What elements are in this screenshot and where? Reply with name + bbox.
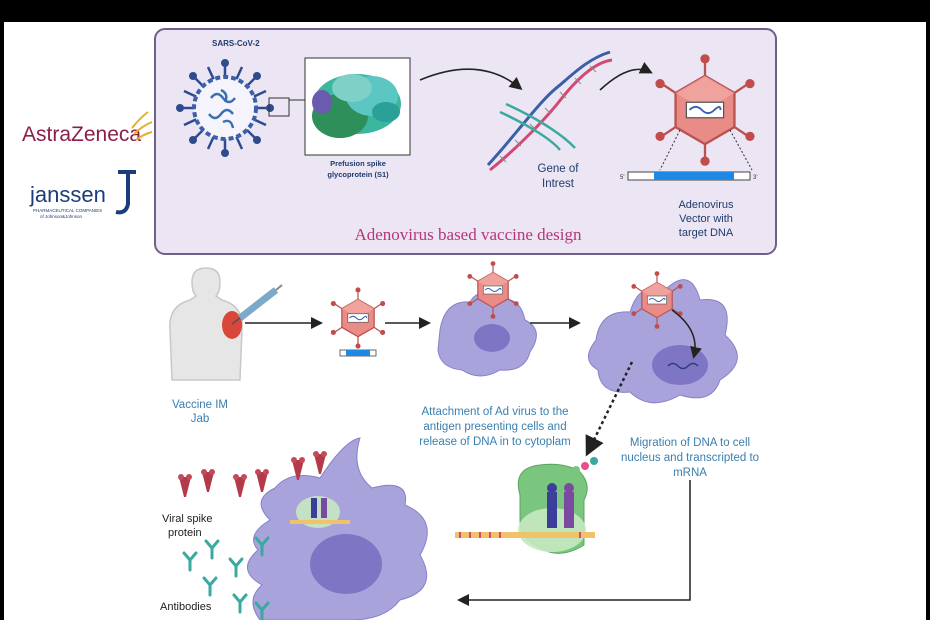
small-strip-insert [346, 350, 370, 356]
antibodies-label: Antibodies [160, 601, 212, 613]
vaccine-design-panel: SARS-CoV-2 [154, 28, 777, 255]
strip-3prime: 3' [753, 175, 757, 181]
janssen-logo: janssen PHARMACEUTICAL COMPANIES of John… [29, 170, 136, 219]
sars-cov-2-icon [176, 59, 290, 157]
migrate-label-line3: mRNA [673, 467, 707, 479]
attach-label-line3: release of DNA in to cytoplam [419, 436, 571, 448]
migrate-label-line1: Migration of DNA to cell [630, 437, 750, 449]
antigen-presenting-cell-large [247, 437, 428, 620]
vector-label-line3: target DNA [679, 227, 734, 239]
vector-label-line1: Adenovirus [678, 199, 734, 211]
zoom-line-left [659, 129, 681, 171]
astrazeneca-logo: AstraZeneca [22, 111, 153, 146]
strip-5prime: 5' [620, 175, 624, 181]
astrazeneca-text: AstraZeneca [22, 123, 141, 146]
arrow-to-gene [419, 68, 523, 91]
gene-label-line1: Gene of [538, 163, 580, 175]
sars-cov-2-label: SARS-CoV-2 [212, 39, 260, 48]
human-figure-icon [169, 267, 243, 381]
jab-label-line2: Jab [191, 413, 210, 425]
janssen-sub2: of Johnson&Johnson [40, 214, 83, 219]
arrow-to-vector [599, 61, 653, 91]
attach-label-line2: antigen presenting cells and [423, 421, 566, 433]
panel-title: Adenovirus based vaccine design [354, 225, 582, 244]
dotted-arrow-to-ribosome [585, 361, 634, 457]
ribosome-translation-icon [455, 457, 598, 554]
janssen-j-icon [115, 170, 136, 215]
astrazeneca-swirl-icon [131, 111, 153, 141]
arrow-dna-to-nucleus [671, 309, 702, 359]
spike-protein-label-line2: protein [168, 527, 202, 539]
dna-helix-icon [486, 50, 613, 172]
arrow-to-immune-cell [457, 480, 691, 606]
gene-label-line2: Intrest [542, 178, 575, 190]
vector-label-line2: Vector with [679, 213, 733, 225]
syringe-icon [231, 284, 283, 325]
spike-protein-label-line1: Viral spike [162, 513, 213, 525]
spike-glycoprotein-icon [312, 74, 401, 138]
jab-label-line1: Vaccine IM [172, 399, 228, 411]
spike-label-line2: glycoprotein (S1) [327, 170, 389, 179]
dna-insert-strip: 5' 3' [620, 171, 757, 181]
migrate-label-line2: nucleus and transcripted to [621, 452, 759, 464]
spike-label-line1: Prefusion spike [330, 159, 386, 168]
janssen-text: janssen [29, 182, 106, 207]
antigen-presenting-cell-1 [437, 292, 537, 377]
janssen-sub1: PHARMACEUTICAL COMPANIES [33, 208, 102, 213]
attach-label-line1: Attachment of Ad virus to the [421, 406, 568, 418]
